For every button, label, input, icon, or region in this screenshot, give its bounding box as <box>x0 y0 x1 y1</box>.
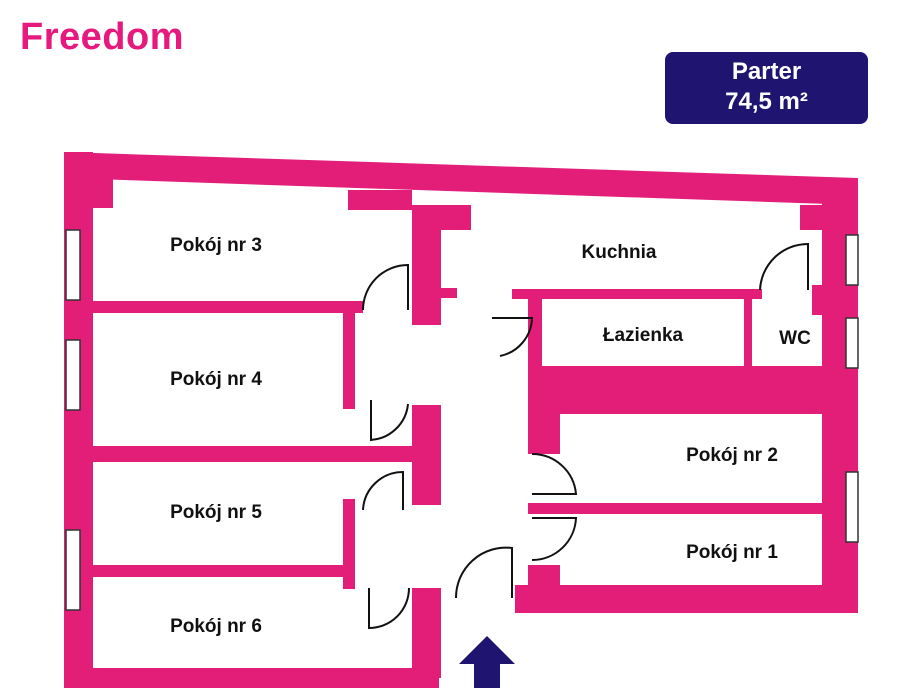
room-label-pokoj-2: Pokój nr 2 <box>686 445 778 466</box>
window-room2 <box>845 471 859 543</box>
wall-room2-room1 <box>528 503 822 514</box>
wall-room3-corner <box>93 178 113 208</box>
corridor-wall-left-3 <box>412 588 441 678</box>
door-room4 <box>370 400 409 442</box>
window-room3 <box>65 229 81 301</box>
corridor-wall-left-1 <box>412 205 441 325</box>
wall-kitchen-left-corner <box>441 205 471 230</box>
window-room5 <box>65 529 81 611</box>
door-bathroom <box>492 317 534 357</box>
level-area-badge: Parter 74,5 m² <box>665 52 868 124</box>
level-area: 74,5 m² <box>725 88 808 115</box>
wall-room1-left <box>528 565 560 613</box>
wall-wc-top <box>812 285 858 315</box>
door-room6 <box>368 587 410 630</box>
freedom-logo: Freedom <box>20 16 184 58</box>
door-room3 <box>362 263 409 311</box>
room-label-pokoj-5: Pokój nr 5 <box>170 502 262 523</box>
doors <box>362 242 809 630</box>
wall-bath-left <box>528 299 542 374</box>
wall-room4-room5 <box>93 446 413 462</box>
walls <box>64 152 858 688</box>
wall-wc-partition <box>744 299 752 374</box>
wall-room2-left <box>528 414 560 454</box>
outer-wall-bottom-right <box>515 585 858 613</box>
room-label-pokoj-1: Pokój nr 1 <box>686 542 778 563</box>
wall-room5-room6 <box>93 565 355 577</box>
wall-stub-a <box>343 301 355 409</box>
wall-kitchen-bath <box>512 289 762 299</box>
room-label-kuchnia: Kuchnia <box>582 242 657 263</box>
door-room5 <box>362 470 404 511</box>
door-wc <box>759 242 809 291</box>
wall-stub-b <box>343 499 355 589</box>
outer-wall-bottom-left <box>64 668 439 688</box>
door-room2 <box>531 452 578 495</box>
window-wc <box>845 317 859 369</box>
window-kitchen <box>845 234 859 286</box>
windows <box>65 229 859 611</box>
level-name: Parter <box>731 58 802 85</box>
outer-wall-top <box>64 152 858 205</box>
window-room4 <box>65 339 81 411</box>
room-label-pokoj-3: Pokój nr 3 <box>170 235 262 256</box>
room-label-pokoj-4: Pokój nr 4 <box>170 369 262 390</box>
corridor-wall-left-2 <box>412 405 441 505</box>
room-label-wc: WC <box>779 328 811 349</box>
wall-ledge-a <box>441 288 457 298</box>
wall-bath-bottom <box>528 366 822 414</box>
wall-kitchen-right-corner <box>800 205 822 230</box>
arrow-up-icon <box>459 636 515 688</box>
door-room1 <box>531 517 578 562</box>
door-entrance <box>454 546 513 599</box>
wall-room3-right-corner <box>348 190 412 210</box>
room-label-lazienka: Łazienka <box>603 325 684 346</box>
wall-room3-room4 <box>93 301 363 313</box>
room-label-pokoj-6: Pokój nr 6 <box>170 616 262 637</box>
